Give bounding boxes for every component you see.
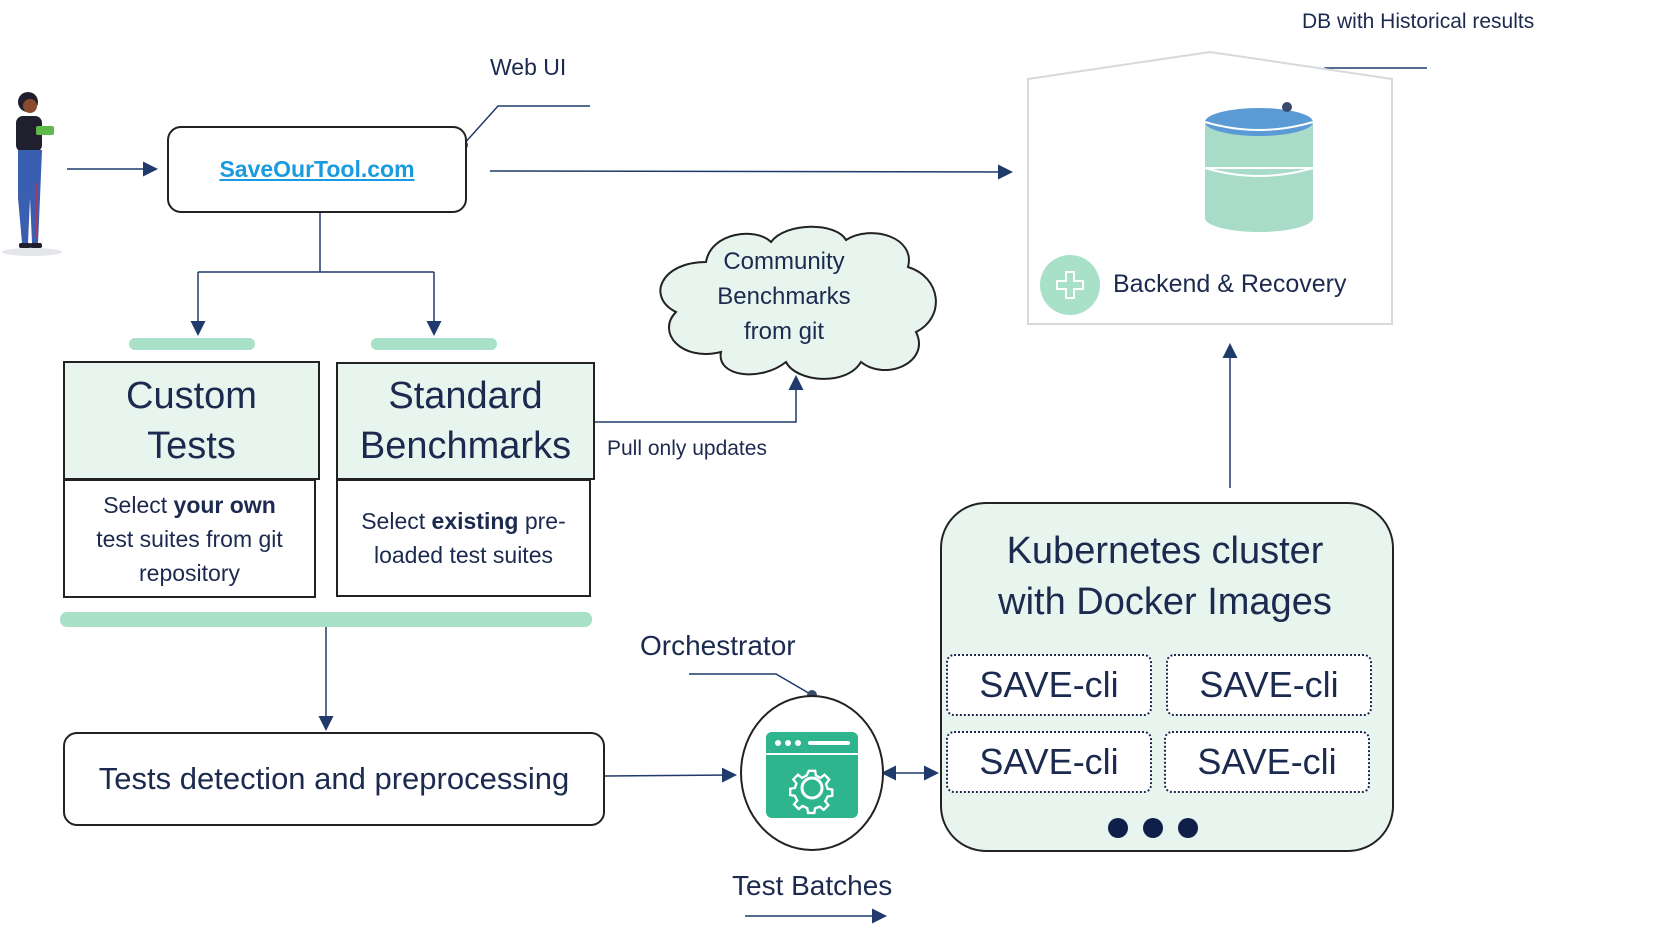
standard-accent-bar	[371, 338, 497, 350]
recovery-plus-icon	[1040, 255, 1100, 315]
kubernetes-title: Kubernetes cluster with Docker Images	[940, 526, 1390, 628]
save-cli-node: SAVE-cli	[1164, 731, 1370, 793]
orchestrator-callout-line	[689, 673, 813, 696]
arrow-standard-to-cloud	[592, 375, 804, 423]
db-callout-dot	[1282, 102, 1292, 112]
tests-merge-bar	[60, 612, 592, 627]
save-cli-node: SAVE-cli	[946, 654, 1152, 716]
webui-caption: Web UI	[490, 54, 567, 80]
more-dot	[1143, 818, 1163, 838]
custom-tests-description: Select your own test suites from git rep…	[63, 479, 316, 598]
arrow-webui-to-db	[489, 164, 1013, 180]
custom-title-line1: Custom	[126, 374, 257, 417]
standard-benchmarks-header: Standard Benchmarks	[336, 362, 595, 480]
cloud-line2: Benchmarks	[717, 283, 851, 310]
database-icon	[1204, 108, 1314, 232]
tests-detection-label: Tests detection and preprocessing	[98, 761, 570, 796]
save-cli-node: SAVE-cli	[946, 731, 1152, 793]
more-dot	[1108, 818, 1128, 838]
test-batches-label: Test Batches	[732, 870, 893, 901]
standard-desc-bold: existing	[431, 508, 519, 534]
user-figure-icon	[2, 92, 62, 256]
standard-title-line2: Benchmarks	[359, 425, 572, 467]
db-caption: DB with Historical results	[1302, 10, 1535, 33]
custom-title-line2: Tests	[147, 424, 236, 467]
cloud-line1: Community	[723, 248, 845, 275]
custom-tests-header: Custom Tests	[63, 361, 320, 480]
cloud-line3: from git	[743, 318, 824, 345]
arrow-detection-to-orchestrator	[604, 767, 737, 783]
community-cloud-shape	[659, 225, 937, 380]
save-cli-node: SAVE-cli	[1166, 654, 1372, 716]
kubernetes-title-line2: with Docker Images	[998, 581, 1332, 623]
custom-desc-pre: Select	[103, 491, 174, 518]
custom-desc-line2: test suites from git	[96, 525, 283, 552]
standard-desc-post: pre-	[518, 508, 566, 534]
webui-link[interactable]: SaveOurTool.com	[219, 156, 415, 182]
more-dot	[1178, 818, 1198, 838]
standard-benchmarks-description: Select existing pre- loaded test suites	[336, 479, 591, 597]
custom-desc-line3: repository	[139, 559, 240, 586]
webui-callout-line	[462, 105, 590, 146]
kubernetes-title-line1: Kubernetes cluster	[1006, 530, 1324, 572]
orchestrator-caption: Orchestrator	[640, 630, 796, 661]
backend-label: Backend & Recovery	[1113, 270, 1347, 298]
orchestrator-gear-window-icon	[766, 732, 858, 818]
standard-title-line1: Standard	[388, 375, 543, 417]
tests-detection-box: Tests detection and preprocessing	[63, 732, 605, 826]
standard-desc-pre: Select	[361, 508, 432, 534]
webui-box: SaveOurTool.com	[167, 126, 467, 213]
custom-desc-bold: your own	[173, 491, 276, 518]
pull-updates-label: Pull only updates	[607, 437, 767, 460]
custom-accent-bar	[129, 338, 255, 350]
standard-desc-line2: loaded test suites	[373, 542, 553, 568]
